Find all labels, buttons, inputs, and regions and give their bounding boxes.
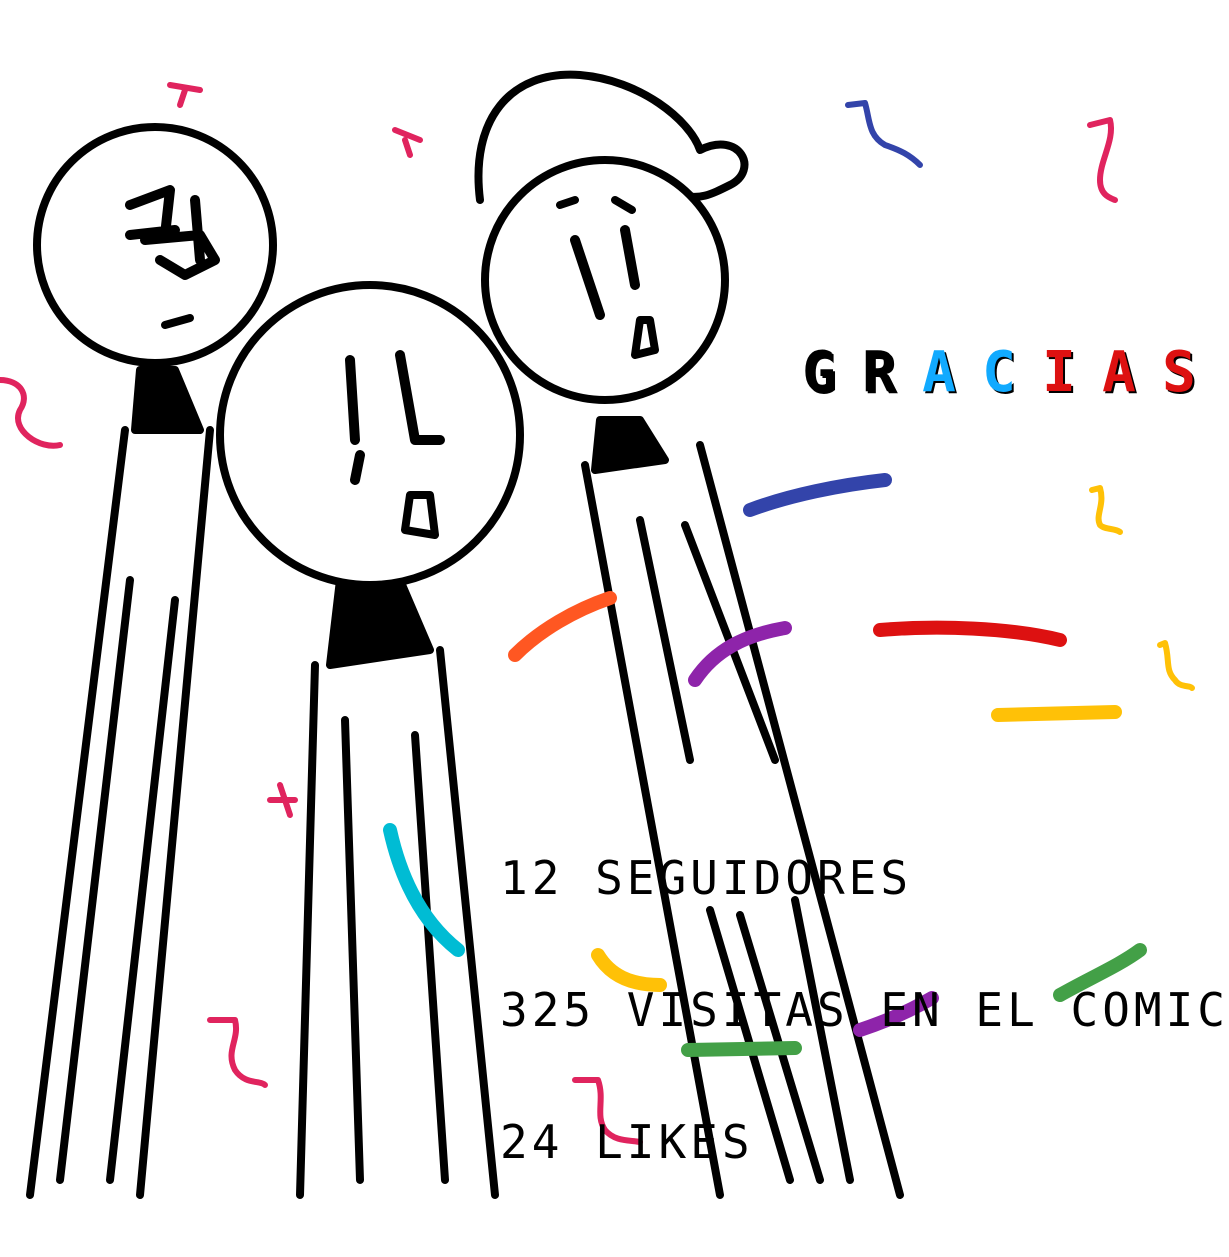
stick-figures-illustration [0, 70, 1195, 1199]
title-letter: R [862, 340, 896, 405]
followers-count: 12 SEGUIDORES [500, 851, 913, 905]
drawing-canvas: G R A C I A S 12 SEGUIDORES 325 VISITAS … [0, 70, 1225, 1199]
title-letter: A [922, 340, 956, 405]
likes-count: 24 LIKES [500, 1115, 754, 1169]
visits-count: 325 VISITAS EN EL COMIC [500, 983, 1229, 1037]
left-figure [26, 123, 277, 1199]
right-figure [474, 70, 904, 1199]
stats-text: 12 SEGUIDORES 325 VISITAS EN EL COMIC 24… [500, 768, 1229, 1252]
confetti [0, 82, 1195, 1145]
gracias-title: G R A C I A S [790, 345, 1208, 401]
middle-figure [216, 281, 524, 1199]
title-letter: S [1162, 340, 1196, 405]
title-letter: C [982, 340, 1016, 405]
title-letter: G [802, 340, 836, 405]
title-letter: I [1042, 340, 1076, 405]
title-letter: A [1102, 340, 1136, 405]
